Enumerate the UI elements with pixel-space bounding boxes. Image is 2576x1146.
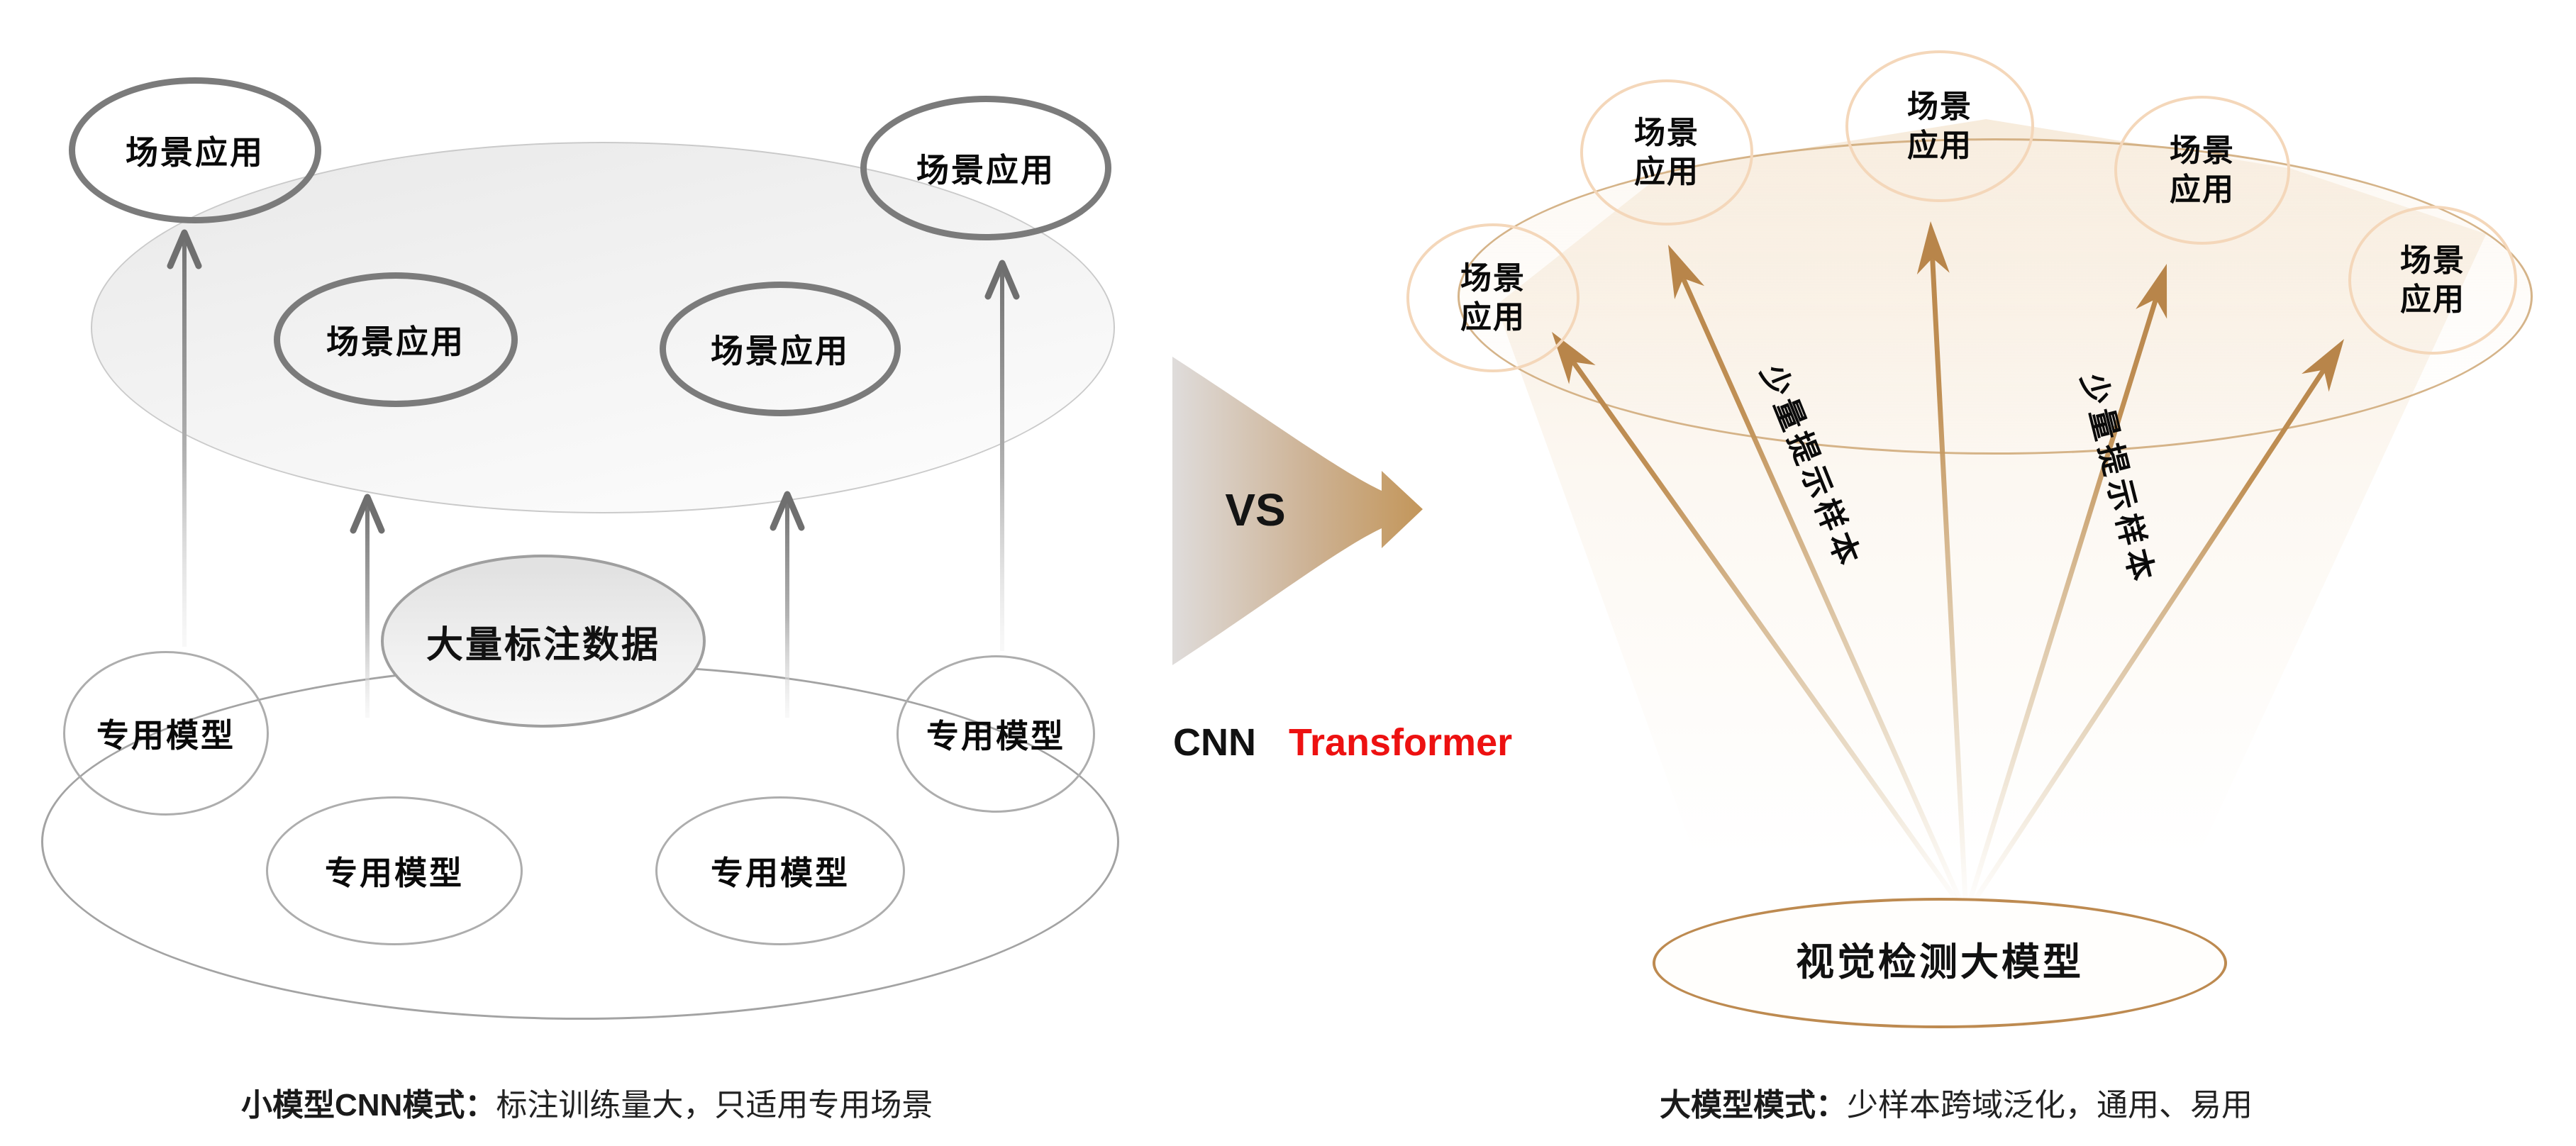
- cnn-label: CNN: [1173, 721, 1256, 764]
- right-scene-circle-4: 场景应用: [2114, 96, 2290, 245]
- big-model-label: 视觉检测大模型: [1796, 940, 2084, 984]
- left-model-ellipse-1-label: 专用模型: [96, 717, 235, 754]
- right-scene-circle-3: 场景应用: [1845, 50, 2034, 202]
- left-scene-ellipse-3: 场景应用: [660, 282, 901, 416]
- right-scene-circle-5: 场景应用: [2348, 206, 2517, 355]
- right-caption-text: 少样本跨域泛化，通用、易用: [1847, 1088, 2253, 1123]
- left-model-ellipse-3-label: 专用模型: [711, 855, 850, 891]
- left-scene-ellipse-1-label: 场景应用: [126, 134, 265, 171]
- vs-funnel-arrow: [1172, 357, 1423, 665]
- right-scene-circle-1: 场景应用: [1406, 223, 1580, 372]
- left-caption-bold: 小模型CNN模式：: [241, 1088, 496, 1123]
- transformer-label: Transformer: [1289, 721, 1513, 764]
- big-model-ellipse: 视觉检测大模型: [1653, 898, 2227, 1028]
- left-scene-ellipse-4-label: 场景应用: [916, 152, 1055, 189]
- labeled-data-label: 大量标注数据: [426, 624, 660, 666]
- right-caption: 大模型模式：少样本跨域泛化，通用、易用: [1660, 1079, 2253, 1125]
- left-model-ellipse-3: 专用模型: [655, 796, 905, 945]
- left-scene-ellipse-3-label: 场景应用: [711, 333, 850, 369]
- left-arrow-2-head: [350, 494, 385, 534]
- left-scene-ellipse-4: 场景应用: [860, 96, 1111, 240]
- right-caption-bold: 大模型模式：: [1660, 1088, 1847, 1123]
- right-scene-circle-3-label: 场景应用: [1907, 89, 1972, 163]
- left-model-ellipse-1: 专用模型: [63, 651, 269, 816]
- left-caption-text: 标注训练量大，只适用专用场景: [496, 1088, 933, 1123]
- left-caption: 小模型CNN模式：标注训练量大，只适用专用场景: [241, 1079, 933, 1125]
- left-model-ellipse-4-label: 专用模型: [926, 718, 1065, 755]
- cnn-transformer-row: CNN Transformer: [1173, 721, 1512, 764]
- left-scene-ellipse-2: 场景应用: [274, 272, 518, 407]
- labeled-data-ellipse: 大量标注数据: [381, 555, 706, 728]
- left-scene-ellipse-1: 场景应用: [69, 77, 321, 223]
- right-scene-circle-4-label: 场景应用: [2170, 133, 2235, 207]
- left-scene-ellipse-2-label: 场景应用: [326, 323, 465, 360]
- vs-label: VS: [1225, 484, 1286, 535]
- right-scene-circle-1-label: 场景应用: [1460, 261, 1526, 335]
- right-scene-circle-2-label: 场景应用: [1634, 116, 1699, 189]
- left-model-ellipse-2-label: 专用模型: [325, 855, 464, 891]
- left-model-ellipse-2: 专用模型: [266, 796, 523, 945]
- left-model-ellipse-4: 专用模型: [896, 655, 1095, 813]
- right-scene-circle-5-label: 场景应用: [2400, 243, 2465, 317]
- right-scene-circle-2: 场景应用: [1580, 79, 1753, 226]
